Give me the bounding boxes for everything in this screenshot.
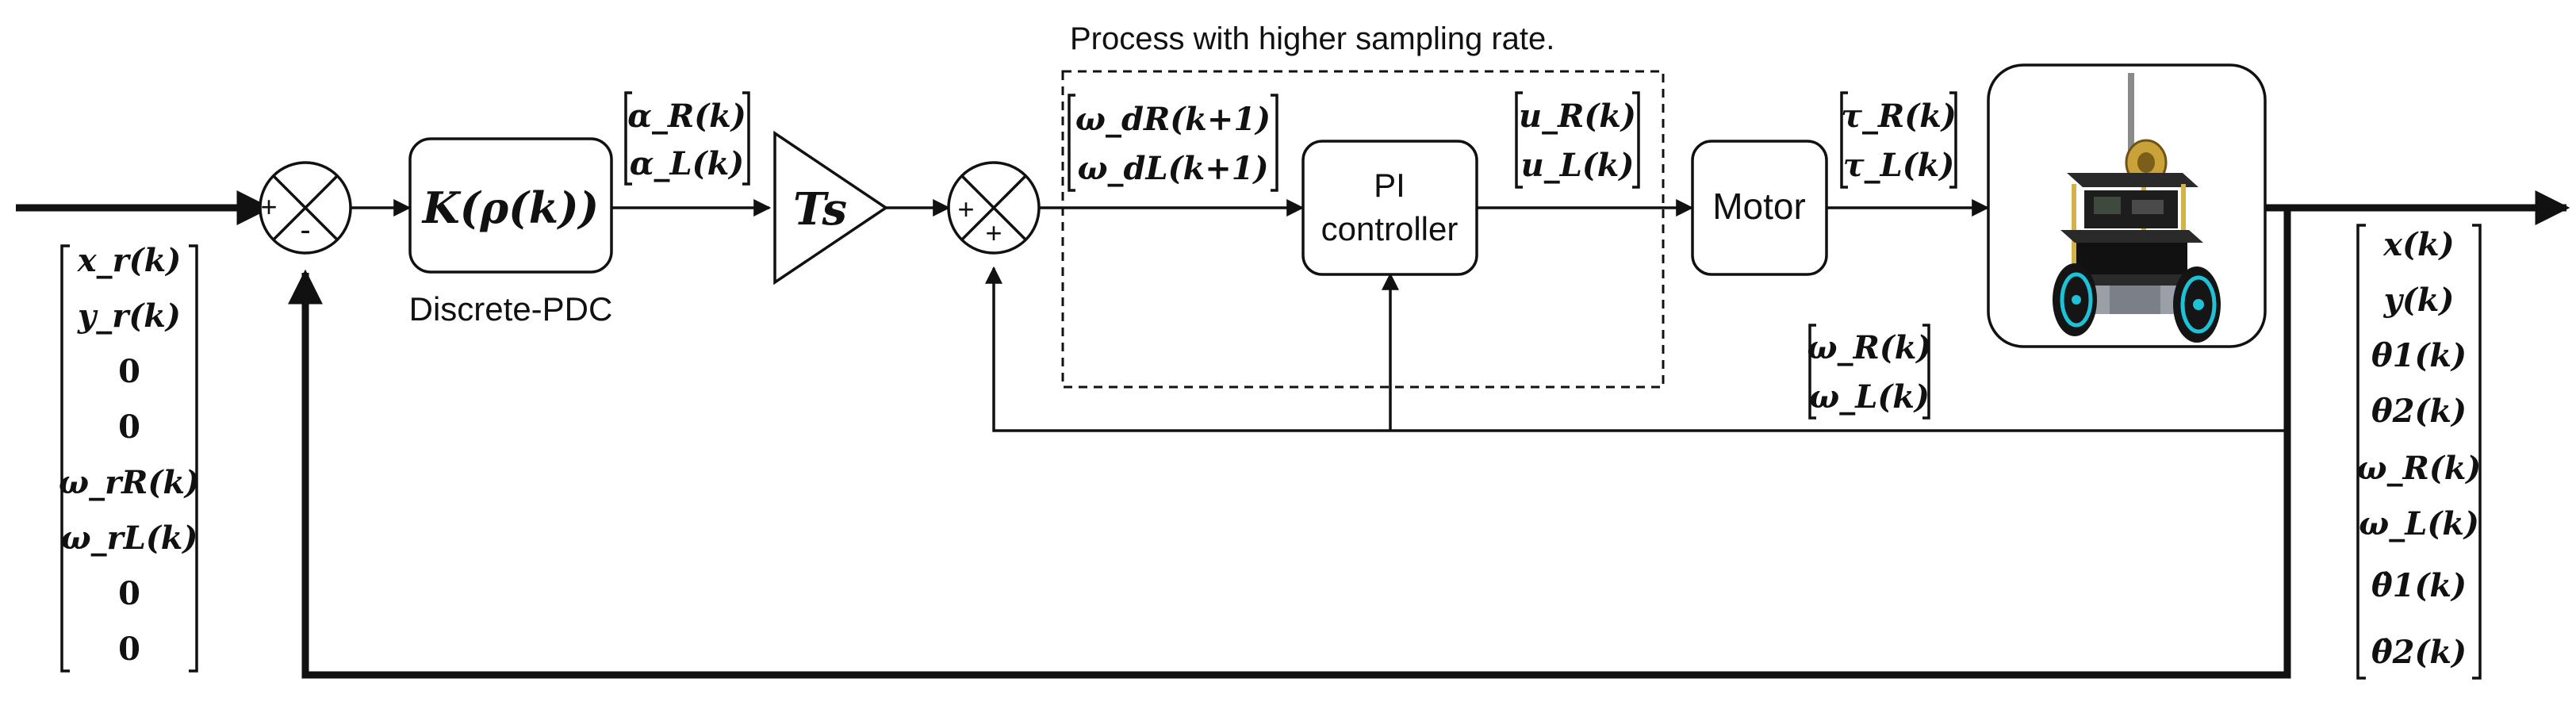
torque-vector: τ_R(k) τ_L(k) xyxy=(1840,91,1957,189)
motor-label: Motor xyxy=(1712,186,1806,227)
control-u-r: u_R(k) xyxy=(1519,98,1636,135)
alpha-vector: α_R(k) α_L(k) xyxy=(624,91,750,186)
state-output-vector: x(k) y(k) θ1(k) θ2(k) ω_R(k) ω_L(k) θ̇1(… xyxy=(2356,224,2482,680)
wheel-speed-feedback-wire xyxy=(985,266,2287,432)
inner-summing-junction: + + xyxy=(947,161,1041,255)
control-u-l: u_L(k) xyxy=(1521,147,1635,184)
two-wheeled-self-balancing-robot-image xyxy=(2053,73,2221,343)
sampling-gain-block: Ts xyxy=(773,130,889,286)
reference-zero-4: 0 xyxy=(118,631,140,668)
inner-sum-plus-left: + xyxy=(957,193,974,225)
control-input-vector: u_R(k) u_L(k) xyxy=(1515,91,1640,189)
higher-sampling-rate-label: Process with higher sampling rate. xyxy=(1070,21,1554,56)
outer-feedback-wire xyxy=(288,208,2291,679)
pi-label: PI xyxy=(1374,167,1405,204)
higher-sampling-rate-region xyxy=(1061,70,1665,389)
discrete-pdc-caption: Discrete-PDC xyxy=(409,290,613,328)
outer-sum-plus-sign: + xyxy=(260,190,277,223)
state-theta1: θ1(k) xyxy=(2371,337,2467,374)
state-theta2: θ2(k) xyxy=(2371,393,2467,430)
state-x: x(k) xyxy=(2382,226,2454,263)
outer-sum-minus-sign: - xyxy=(300,213,310,247)
reference-zero-1: 0 xyxy=(118,353,140,390)
state-omega-l: ω_L(k) xyxy=(2359,505,2479,542)
sampling-gain-label: Ts xyxy=(793,183,847,236)
torque-r: τ_R(k) xyxy=(1841,98,1957,135)
state-theta2-dot: θ̇2(k) xyxy=(2371,634,2467,671)
state-omega-r: ω_R(k) xyxy=(2357,450,2482,487)
reference-zero-2: 0 xyxy=(118,408,140,446)
state-theta1-dot: θ̇1(k) xyxy=(2371,567,2467,604)
reference-vector: x_r(k) y_r(k) 0 0 ω_rR(k) ω_rL(k) 0 0 xyxy=(59,242,200,673)
inner-sum-plus-bottom: + xyxy=(985,217,1002,249)
wheel-speed-vector: ω_R(k) ω_L(k) xyxy=(1807,324,1932,420)
desired-omega-vector: ω_dR(k+1) ω_dL(k+1) xyxy=(1068,94,1278,192)
reference-zero-3: 0 xyxy=(118,575,140,612)
reference-omega-l: ω_rL(k) xyxy=(61,519,198,557)
state-y: y(k) xyxy=(2383,282,2455,319)
omega-desired-r: ω_dR(k+1) xyxy=(1075,101,1271,138)
omega-desired-l: ω_dL(k+1) xyxy=(1077,150,1268,187)
alpha-l: α_L(k) xyxy=(630,145,744,182)
controller-gain-label: K(ρ(k)) xyxy=(421,182,599,233)
outer-summing-junction: + - xyxy=(259,161,352,255)
pi-controller-block: PI controller xyxy=(1301,140,1478,276)
robot-block xyxy=(1987,63,2267,348)
reference-x: x_r(k) xyxy=(77,242,182,279)
wheel-speed-r: ω_R(k) xyxy=(1807,329,1932,366)
controller-label: controller xyxy=(1321,210,1459,247)
torque-l: τ_L(k) xyxy=(1843,147,1955,184)
reference-omega-r: ω_rR(k) xyxy=(59,464,200,501)
wheel-speed-l: ω_L(k) xyxy=(1809,378,1930,416)
motor-block: Motor xyxy=(1691,140,1828,276)
reference-y: y_r(k) xyxy=(77,297,181,335)
alpha-r: α_R(k) xyxy=(627,98,746,135)
controller-gain-block: K(ρ(k)) xyxy=(408,137,613,274)
